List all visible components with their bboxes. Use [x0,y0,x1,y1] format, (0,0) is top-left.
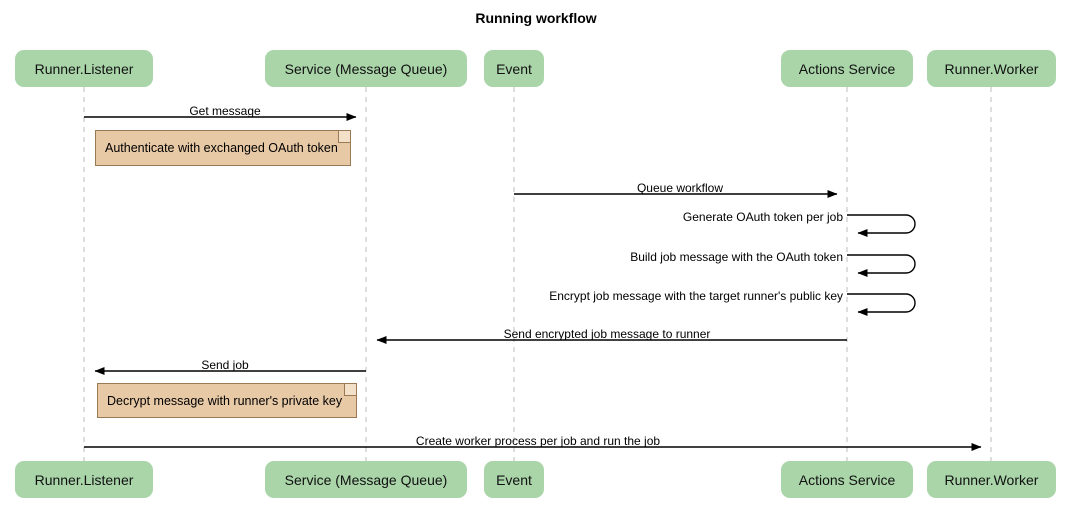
message-label-create-worker-process-per-job-and-run-the-job: Create worker process per job and run th… [415,434,661,448]
participant-event-bottom[interactable]: Event [484,461,544,498]
participant-runner-worker-top[interactable]: Runner.Worker [927,50,1056,87]
note-fold-corner-icon [344,384,356,396]
participant-service-message-queue-bottom[interactable]: Service (Message Queue) [265,461,467,498]
page-title: Running workflow [475,10,597,26]
note-label: Decrypt message with runner's private ke… [107,393,343,408]
message-label-get-message: Get message [189,104,261,118]
lifelines-group [83,87,992,461]
participant-label: Service (Message Queue) [284,60,448,77]
message-line-build-job-message-with-the-oauth-token [847,254,916,277]
participant-label: Runner.Listener [34,471,134,488]
message-line-generate-oauth-token-per-job [847,214,916,237]
participant-label: Actions Service [798,471,896,488]
message-label-generate-oauth-token-per-job: Generate OAuth token per job [682,210,843,224]
participant-runner-listener-top[interactable]: Runner.Listener [15,50,153,87]
note-authenticate: Authenticate with exchanged OAuth token [95,130,351,166]
participant-label: Service (Message Queue) [284,471,448,488]
messages-group [84,113,982,451]
message-label-build-job-message-with-the-oauth-token: Build job message with the OAuth token [630,250,843,264]
message-label-queue-workflow: Queue workflow [636,181,724,195]
participant-actions-service-bottom[interactable]: Actions Service [781,461,913,498]
participant-label: Runner.Worker [944,471,1039,488]
message-line-encrypt-job-message-with-the-target-runners-public-key [847,293,916,316]
message-label-encrypt-job-message-with-the-target-runners-public-key: Encrypt job message with the target runn… [549,289,843,303]
participant-label: Actions Service [798,60,896,77]
participant-event-top[interactable]: Event [484,50,544,87]
participant-actions-service-top[interactable]: Actions Service [781,50,913,87]
participant-runner-worker-bottom[interactable]: Runner.Worker [927,461,1056,498]
participant-label: Event [496,471,532,488]
participant-label: Runner.Listener [34,60,134,77]
participant-runner-listener-bottom[interactable]: Runner.Listener [15,461,153,498]
participant-label: Event [496,60,532,77]
note-decrypt: Decrypt message with runner's private ke… [97,383,357,418]
message-label-send-encrypted-job-message-to-runner: Send encrypted job message to runner [503,327,711,341]
note-label: Authenticate with exchanged OAuth token [105,141,338,155]
participant-service-message-queue-top[interactable]: Service (Message Queue) [265,50,467,87]
message-label-send-job: Send job [201,358,249,372]
participant-label: Runner.Worker [944,60,1039,77]
note-fold-corner-icon [338,131,350,143]
